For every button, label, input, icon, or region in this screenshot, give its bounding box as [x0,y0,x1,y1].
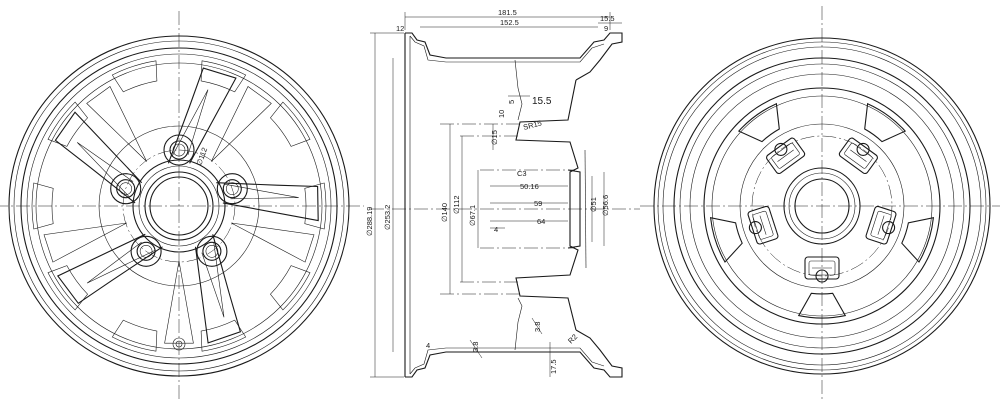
rear-window [864,102,907,143]
bolt-hole-inner [139,244,153,258]
rear-vent-hole [748,221,762,235]
lug-pad [804,256,840,280]
rim-window [47,101,88,147]
dim-thickness-a: 3.8 [471,342,480,352]
dim-phi-51: ∅51 [589,197,598,212]
dim-flange-4: 4 [426,341,430,350]
dim-ten: 10 [497,110,506,118]
dim-rim-left: 12 [396,24,404,33]
dim-phi-67: ∅67.1 [468,205,477,226]
spoke-rib [223,183,299,200]
bolt-boss [216,173,248,205]
dim-top-width: 181.5 [498,8,517,17]
front-view: ∅112 [0,11,364,401]
bolt-boss [110,173,142,205]
rim-window [31,182,54,230]
dim-4: 4 [494,225,498,234]
dim-small-r: 5 [507,100,516,104]
section-view: 181.5 152.5 15.5 9 12 15.5 5 10 SR15 ∅15… [365,8,640,378]
bolt-boss [196,235,228,267]
lug-pad [747,205,779,245]
rim-window [304,182,327,230]
dim-59: 59 [534,199,542,208]
rear-view [640,6,1000,401]
bolt-hole-inner [172,143,186,157]
spoke [54,111,143,204]
bolt-boss [163,134,195,166]
dim-phi-56: ∅56.6 [601,195,610,216]
dim-17-5: 17.5 [549,359,558,374]
bolt-hole-inner [119,182,133,196]
dim-phi-288: ∅288.19 [365,207,374,236]
dim-sr: SR15 [522,118,542,132]
dim-r2: R2 [566,332,579,345]
valve-hole [172,337,186,351]
spoke-rib [201,241,225,318]
rear-window [709,217,743,263]
rear-vent-hole [856,142,870,156]
spoke-pocket [211,86,272,162]
spoke-pocket [231,222,315,263]
dim-chamfer: C3 [517,169,527,178]
rim-window [111,60,158,93]
rim-window [270,265,311,311]
rear-window [901,217,935,263]
rear-vent-hole [774,142,788,156]
spoke-rib [86,241,156,284]
dim-phi-253: ∅253.2 [383,205,392,230]
rim-window [47,265,88,311]
rear-vent-hole [815,269,829,283]
lug-pad [865,205,897,245]
bolt-hole [136,241,156,261]
pcd-circle [122,149,236,263]
spoke-pocket [43,222,127,263]
dim-rim-right: 15.5 [600,14,615,23]
bolt-hole-inner [225,182,239,196]
bolt-hole [202,241,222,261]
rear-window [797,292,847,319]
dim-64: 64 [537,217,545,226]
dim-phi-140: ∅140 [440,203,449,222]
spoke [194,234,242,344]
bolt-hole [116,179,136,199]
rim-window [270,101,311,147]
bolt-hole-inner [205,244,219,258]
dim-50: 50.16 [520,182,539,191]
spoke [167,67,237,164]
dim-hub-offset: 15.5 [532,96,552,107]
rim-window [200,319,247,352]
spoke [56,233,163,305]
spoke-pocket [86,86,147,162]
spoke-rib [76,142,134,198]
rear-vent-hole [882,221,896,235]
rim-window [200,60,247,93]
rim-window [111,319,158,352]
lug-pads [747,137,897,280]
spoke-rib [171,89,209,157]
dim-rim-right-small: 9 [604,24,608,33]
rear-holes [748,142,896,283]
bolt-hole [169,140,189,160]
lug-pad [838,137,878,175]
rear-window [737,102,780,143]
rear-windows [709,102,935,319]
dim-phi-15: ∅15 [490,130,499,145]
lug-pad [766,137,806,175]
bolt-hole [222,179,242,199]
spokes [43,67,319,344]
bolt-boss [130,235,162,267]
dim-phi-112: ∅112 [452,196,461,215]
spoke [216,182,319,222]
rim-windows [31,60,327,352]
dim-inner-width: 152.5 [500,18,519,27]
bolt-holes [110,134,248,267]
spoke-pocket [164,260,194,344]
